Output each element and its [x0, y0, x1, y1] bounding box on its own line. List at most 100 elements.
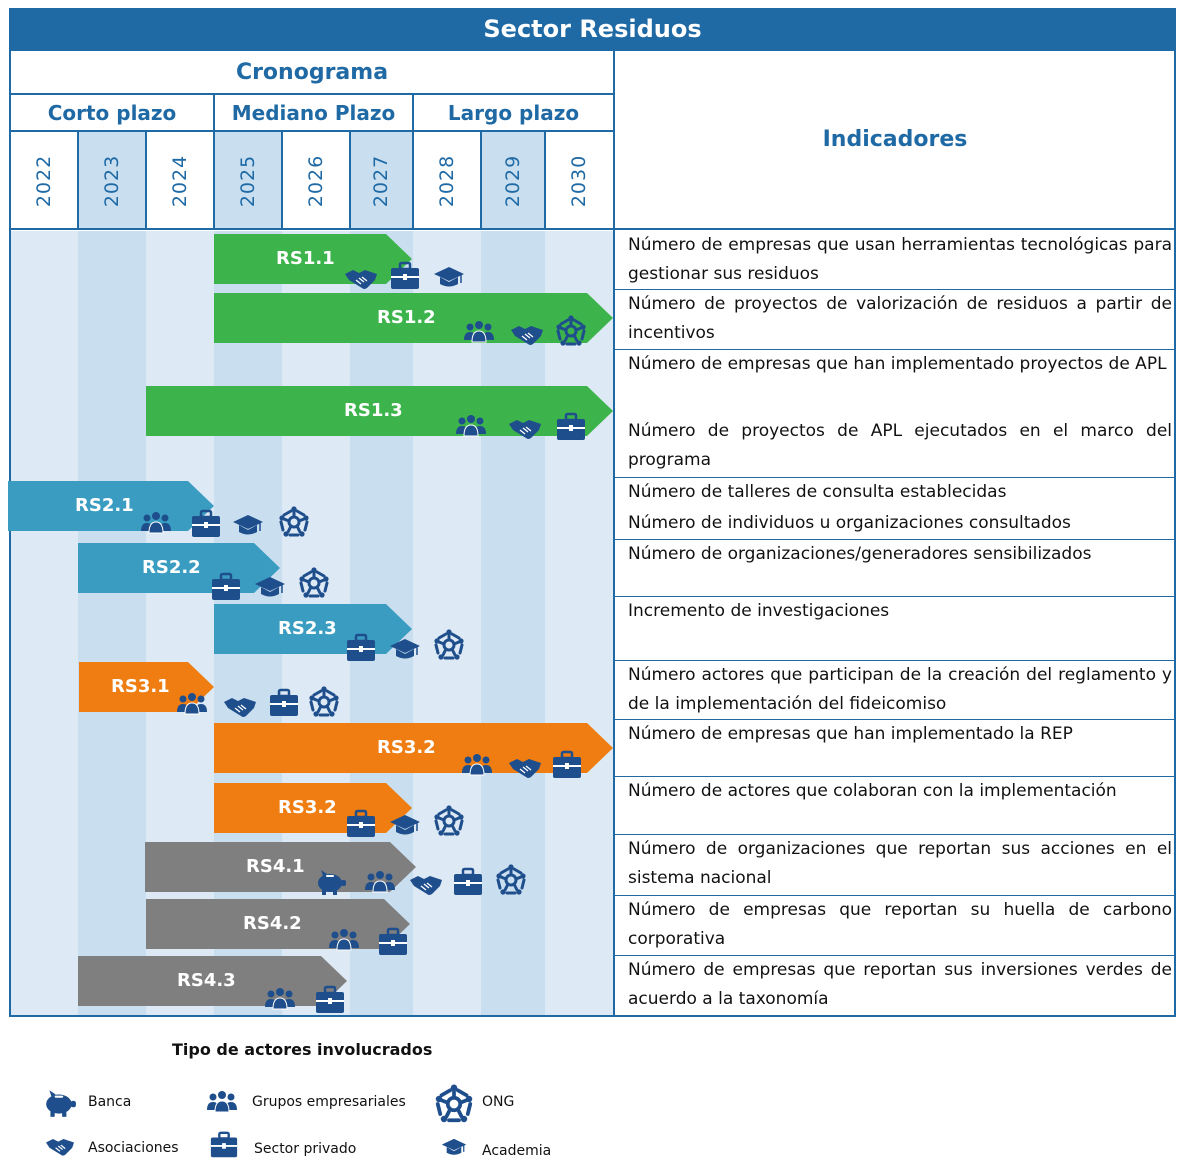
divider	[145, 130, 147, 230]
grupos-empresariales-icon	[455, 410, 487, 442]
ong-icon	[555, 315, 587, 347]
legend-label-banca: Banca	[88, 1094, 132, 1110]
academia-icon	[389, 809, 421, 841]
sector-privado-icon	[210, 571, 242, 603]
action-arrow-rs2-3: RS2.3	[214, 604, 412, 654]
grupos-empresariales-icon	[328, 924, 360, 956]
action-arrow-rs3-2b: RS3.2	[214, 783, 412, 833]
grupos-empresariales-icon	[200, 1086, 244, 1118]
row-divider	[615, 955, 1176, 956]
sector-privado-icon	[452, 866, 484, 898]
page-title: Sector Residuos	[9, 8, 1176, 49]
divider	[281, 130, 283, 230]
year-2023: 2023	[78, 132, 146, 229]
banca-icon	[38, 1086, 82, 1120]
academia-icon	[254, 571, 286, 603]
row-divider	[615, 660, 1176, 661]
indicator-text: Número de empresas que usan herramientas…	[628, 235, 1172, 284]
period-corto: Corto plazo	[47, 100, 177, 125]
stripe-2022	[11, 231, 78, 1017]
indicator-text: Número de empresas que han implementado …	[628, 724, 1073, 744]
action-arrow-rs2-1: RS2.1	[8, 481, 214, 531]
row-divider	[615, 477, 1176, 478]
grupos-empresariales-icon	[140, 507, 172, 539]
indicator-text: Número de proyectos de APL ejecutados en…	[628, 421, 1172, 470]
action-arrow-rs1-3: RS1.3	[146, 386, 613, 436]
legend-label-asociaciones: Asociaciones	[88, 1140, 179, 1156]
year-2027: 2027	[350, 132, 413, 229]
divider	[213, 93, 215, 132]
divider	[213, 130, 215, 230]
row-divider	[615, 539, 1176, 540]
period-mediano: Mediano Plazo	[231, 100, 396, 125]
sector-privado-icon	[555, 411, 587, 443]
stripe-2023	[78, 231, 146, 1017]
legend-label-academia: Academia	[482, 1143, 552, 1159]
academia-icon	[232, 509, 264, 541]
action-arrow-rs4-3: RS4.3	[78, 956, 347, 1006]
grupos-empresariales-icon	[364, 866, 396, 898]
divider	[412, 93, 414, 132]
academia-icon	[432, 1134, 476, 1160]
table-frame	[9, 49, 1176, 1017]
action-arrow-rs1-1: RS1.1	[214, 234, 412, 284]
asociaciones-icon	[224, 690, 256, 722]
ong-icon	[433, 805, 465, 837]
action-arrow-rs4-2: RS4.2	[146, 899, 410, 949]
sector-privado-icon	[206, 1130, 242, 1160]
row-divider	[615, 719, 1176, 720]
ong-icon	[298, 567, 330, 599]
year-2030: 2030	[545, 132, 614, 229]
action-arrow-rs1-2: RS1.2	[214, 293, 613, 343]
legend-label-sector-privado: Sector privado	[254, 1141, 357, 1157]
sector-privado-icon	[377, 926, 409, 958]
grupos-empresariales-icon	[176, 688, 208, 720]
row-divider	[615, 895, 1176, 896]
year-2025: 2025	[214, 132, 282, 229]
indicator-text: Número de individuos u organizaciones co…	[628, 513, 1071, 533]
sector-privado-icon	[551, 749, 583, 781]
indicator-text: Número de talleres de consulta estableci…	[628, 482, 1007, 502]
year-2022: 2022	[11, 132, 78, 229]
row-divider	[615, 834, 1176, 835]
year-2026: 2026	[282, 132, 350, 229]
asociaciones-icon	[511, 318, 543, 350]
divider	[9, 130, 615, 132]
divider	[544, 130, 546, 230]
divider	[480, 130, 482, 230]
sector-privado-icon	[345, 632, 377, 664]
action-arrow-rs4-1: RS4.1	[145, 842, 416, 892]
period-largo: Largo plazo	[447, 100, 580, 125]
sector-privado-icon	[314, 984, 346, 1016]
ong-icon	[308, 686, 340, 718]
ong-icon	[278, 506, 310, 538]
divider	[9, 228, 1176, 230]
banca-icon	[315, 866, 347, 898]
indicator-text: Número de empresas que reportan su huell…	[628, 900, 1172, 949]
indicator-text: Número de organizaciones que reportan su…	[628, 839, 1172, 888]
asociaciones-icon	[509, 412, 541, 444]
grupos-empresariales-icon	[463, 316, 495, 348]
ong-icon	[433, 629, 465, 661]
indicator-text: Incremento de investigaciones	[628, 601, 890, 621]
year-2024: 2024	[146, 132, 214, 229]
ong-icon	[495, 864, 527, 896]
row-divider	[615, 776, 1176, 777]
divider	[412, 130, 414, 230]
row-divider	[615, 289, 1176, 290]
indicator-text: Número actores que participan de la crea…	[628, 665, 1172, 714]
divider	[613, 49, 615, 1017]
cronograma-header: Cronograma	[235, 59, 389, 85]
sector-privado-icon	[190, 508, 222, 540]
indicator-text: Número de organizaciones/generadores sen…	[628, 544, 1092, 564]
row-divider	[615, 596, 1176, 597]
year-2028: 2028	[413, 132, 481, 229]
indicator-text: Número de actores que colaboran con la i…	[628, 781, 1117, 801]
action-arrow-rs3-2: RS3.2	[214, 723, 613, 773]
legend-label-grupos-empresariales: Grupos empresariales	[252, 1094, 406, 1110]
grupos-empresariales-icon	[461, 749, 493, 781]
asociaciones-icon	[509, 751, 541, 783]
asociaciones-icon	[410, 868, 442, 900]
sector-privado-icon	[345, 808, 377, 840]
academia-icon	[389, 633, 421, 665]
